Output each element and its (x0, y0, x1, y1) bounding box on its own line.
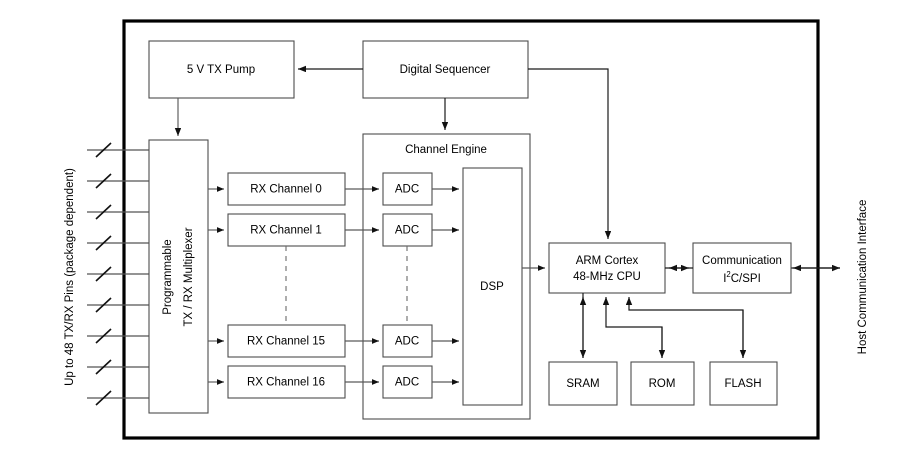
right-io-label: Host Communication Interface (857, 200, 869, 355)
block-multiplexer-label-line1: Programmable (162, 239, 174, 314)
block-adc-0[interactable] (382, 172, 433, 206)
block-cpu-label-line2: 48-MHz CPU (573, 271, 641, 283)
block-rom[interactable] (630, 361, 695, 406)
block-multiplexer-label-line2: TX / RX Multiplexer (183, 227, 195, 326)
block-tx-pump-label: 5 V TX Pump (187, 64, 255, 76)
block-adc-1[interactable] (382, 213, 433, 247)
connector-cpu-to-rom (602, 297, 666, 358)
block-adc-16[interactable] (382, 365, 433, 399)
device-boundary (122, 19, 820, 440)
block-communication[interactable] (692, 242, 792, 294)
left-io-pins (87, 142, 149, 406)
block-cpu-label-line1: ARM Cortex (576, 255, 639, 267)
block-flash-label: FLASH (724, 378, 761, 390)
block-sram[interactable] (548, 361, 618, 406)
block-multiplexer[interactable] (148, 139, 209, 414)
block-digital-sequencer-label: Digital Sequencer (400, 64, 491, 76)
left-io-label: Up to 48 TX/RX Pins (package dependent) (64, 168, 76, 386)
block-rx-channel-16[interactable] (227, 365, 346, 399)
i2c-prefix: I (723, 273, 726, 285)
connector-sequencer-to-cpu (528, 68, 612, 239)
block-sram-label: SRAM (566, 378, 599, 390)
block-tx-pump[interactable] (148, 40, 295, 99)
i2c-superscript: 2 (726, 270, 730, 279)
block-adc-15-label: ADC (395, 336, 419, 348)
block-rx-channel-16-label: RX Channel 16 (247, 377, 325, 389)
i2c-suffix: C/SPI (731, 273, 761, 285)
block-rx-channel-0-label: RX Channel 0 (250, 184, 322, 196)
block-dsp[interactable] (462, 167, 523, 406)
block-dsp-label: DSP (480, 281, 504, 293)
block-adc-0-label: ADC (395, 184, 419, 196)
block-communication-label-line1: Communication (702, 255, 782, 267)
block-flash[interactable] (709, 361, 778, 406)
block-rx-channel-1-label: RX Channel 1 (250, 225, 322, 237)
block-communication-label-line2: I2C/SPI (723, 270, 761, 285)
block-rom-label: ROM (649, 378, 676, 390)
block-rx-channel-15-label: RX Channel 15 (247, 336, 325, 348)
block-adc-1-label: ADC (395, 225, 419, 237)
block-adc-16-label: ADC (395, 377, 419, 389)
connector-cpu-to-flash (625, 297, 747, 358)
block-cpu[interactable] (548, 242, 666, 294)
block-channel-engine-label: Channel Engine (405, 144, 487, 156)
